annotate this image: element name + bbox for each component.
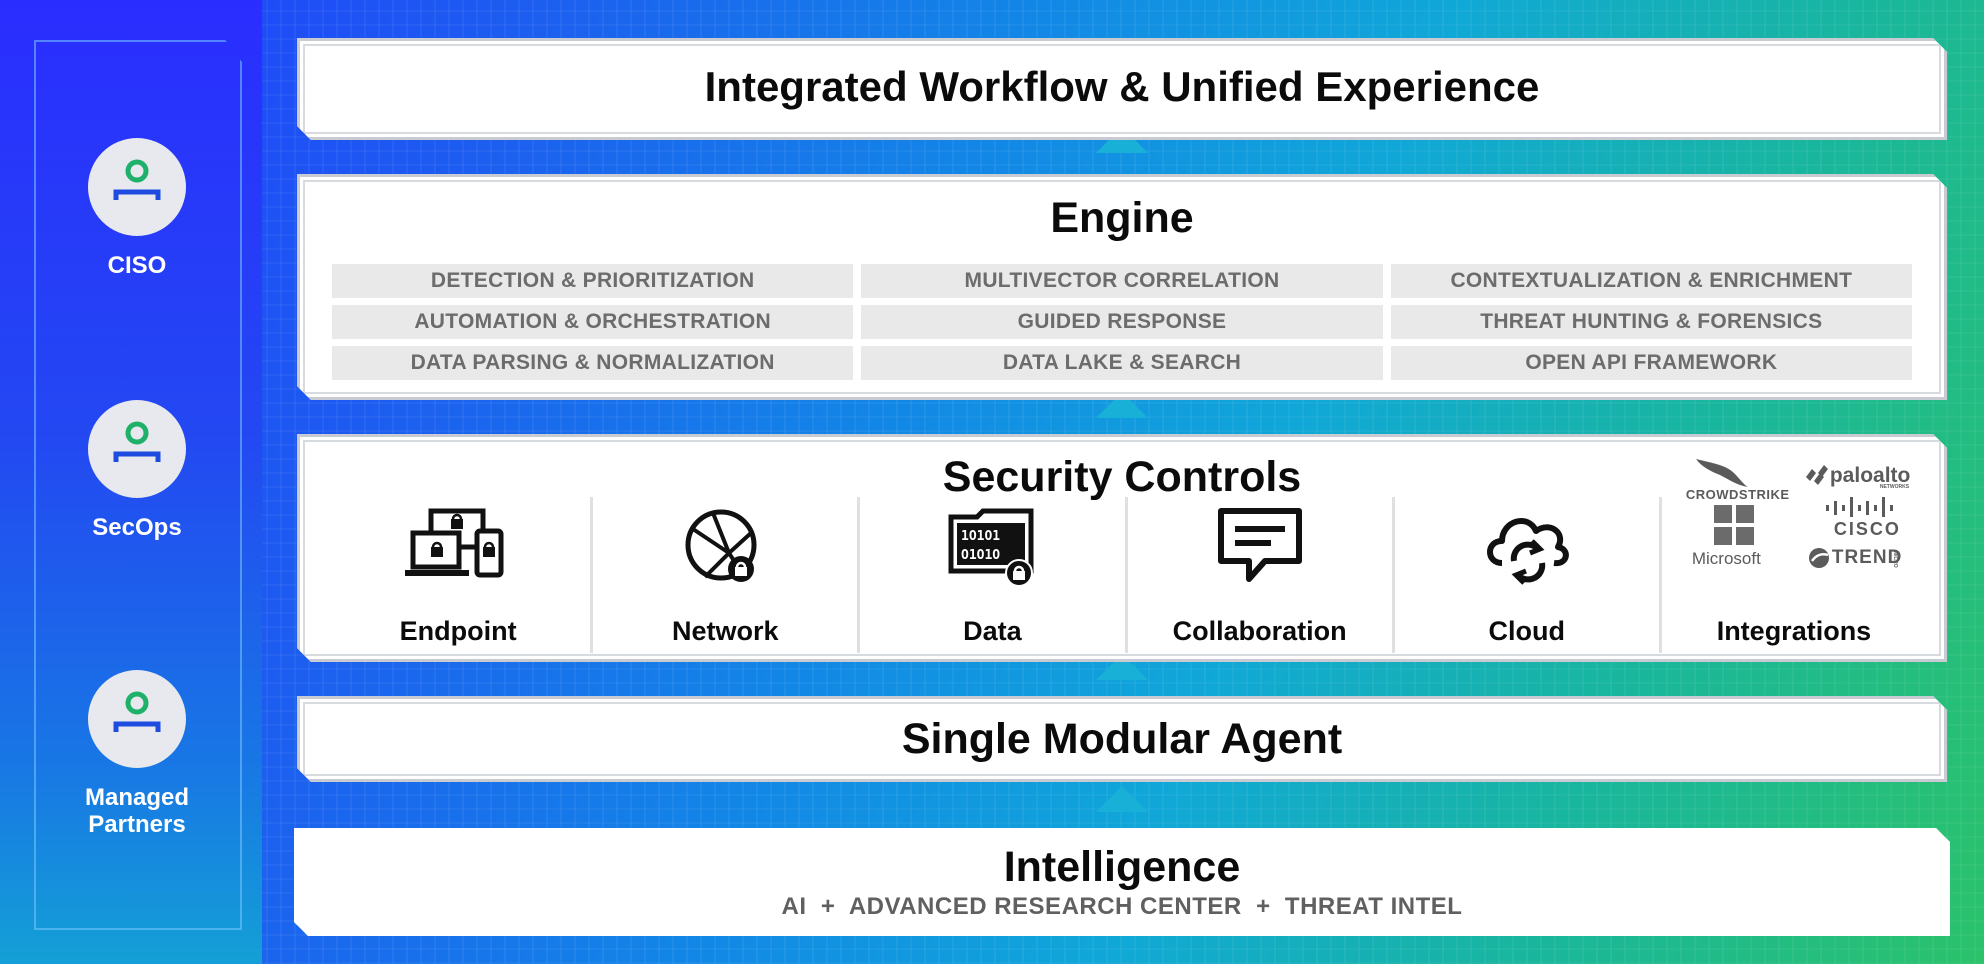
paloalto-logo-icon [1804, 465, 1830, 485]
control-name: Endpoint [399, 616, 517, 646]
control-name: Network [671, 616, 779, 646]
persona-managed-partners: Managed Partners [0, 670, 274, 838]
user-icon [88, 138, 186, 236]
workflow-layer: Integrated Workflow & Unified Experience [297, 38, 1947, 140]
control-name: Collaboration [1172, 616, 1347, 646]
crowdstrike-logo-text: CROWDSTRIKE [1685, 487, 1790, 502]
network-globe-icon [683, 507, 767, 592]
security-controls-title: Security Controls [942, 453, 1302, 501]
intelligence-layer: Intelligence AI + ADVANCED RESEARCH CENT… [294, 828, 1950, 936]
persona-frame [34, 40, 242, 930]
engine-layer: Engine DETECTION & PRIORITIZATION MULTIV… [297, 174, 1947, 400]
capability-cell: THREAT HUNTING & FORENSICS [1391, 305, 1912, 339]
crowdstrike-logo-icon [1692, 455, 1752, 489]
chat-bubble-icon [1215, 507, 1305, 592]
capability-cell: OPEN API FRAMEWORK [1391, 346, 1912, 380]
capability-cell: GUIDED RESPONSE [861, 305, 1382, 339]
control-collaboration: Collaboration [1125, 497, 1392, 653]
layer-connector [1096, 786, 1148, 812]
control-data: 1O1O1 O1O1O Data [857, 497, 1124, 653]
cloud-sync-icon [1482, 507, 1572, 592]
persona-sidebar: CISO SecOps Managed Partners [0, 0, 262, 964]
user-icon [88, 670, 186, 768]
data-folder-icon: 1O1O1 O1O1O [947, 507, 1037, 592]
control-name: Integrations [1716, 616, 1872, 646]
capability-cell: DETECTION & PRIORITIZATION [332, 264, 853, 298]
microsoft-logo-icon [1714, 505, 1754, 545]
svg-text:O1O1O: O1O1O [961, 548, 1000, 563]
persona-secops: SecOps [0, 400, 274, 541]
control-name: Data [963, 616, 1022, 646]
trend-micro-logo-icon [1808, 547, 1830, 569]
capability-cell: CONTEXTUALIZATION & ENRICHMENT [1391, 264, 1912, 298]
microsoft-logo-text: Microsoft [1691, 549, 1761, 568]
endpoint-devices-icon [403, 507, 513, 592]
agent-layer: Single Modular Agent [297, 696, 1947, 782]
control-endpoint: Endpoint [326, 497, 590, 653]
cisco-logo-icon [1824, 497, 1896, 517]
control-name: Cloud [1488, 616, 1566, 646]
persona-ciso: CISO [0, 138, 274, 279]
capability-cell: DATA PARSING & NORMALIZATION [332, 346, 853, 380]
persona-label: CISO [107, 252, 167, 279]
paloalto-logo-subtext: NETWORKS [1879, 484, 1910, 490]
security-controls-layer: Security Controls Endpoint [297, 434, 1947, 662]
trend-micro-logo-subtext: MICRO [1891, 551, 1898, 568]
trend-micro-logo-text: TREND [1831, 547, 1903, 568]
agent-title: Single Modular Agent [901, 715, 1343, 763]
control-cloud: Cloud [1392, 497, 1659, 653]
engine-title: Engine [1050, 194, 1194, 242]
controls-row: Endpoint Network 1O1O1 O1O1 [326, 497, 1926, 653]
persona-label: SecOps [92, 514, 182, 541]
control-network: Network [590, 497, 857, 653]
cisco-logo-text: CISCO [1833, 519, 1901, 539]
intelligence-title: Intelligence [1003, 843, 1241, 891]
intelligence-subtitle: AI + ADVANCED RESEARCH CENTER + THREAT I… [781, 893, 1463, 920]
capability-cell: MULTIVECTOR CORRELATION [861, 264, 1382, 298]
user-icon [88, 400, 186, 498]
paloalto-logo-text: paloalto [1829, 464, 1911, 487]
persona-label: Managed Partners [84, 784, 189, 838]
engine-capabilities: DETECTION & PRIORITIZATION MULTIVECTOR C… [332, 264, 1912, 380]
capability-cell: DATA LAKE & SEARCH [861, 346, 1382, 380]
capability-cell: AUTOMATION & ORCHESTRATION [332, 305, 853, 339]
workflow-title: Integrated Workflow & Unified Experience [704, 63, 1540, 110]
control-integrations: CROWDSTRIKE paloalto NETWORKS CISCO [1659, 497, 1926, 653]
svg-text:1O1O1: 1O1O1 [961, 529, 1000, 544]
